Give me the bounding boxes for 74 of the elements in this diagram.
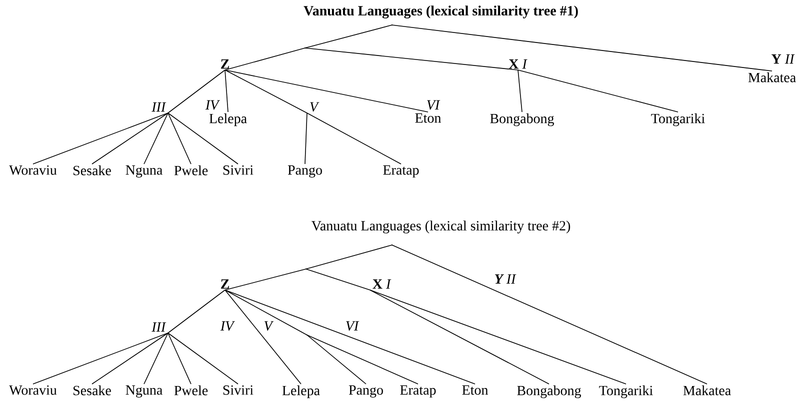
tree-branch	[392, 24, 772, 72]
tree-branch	[168, 332, 192, 384]
language-name: Woraviu	[9, 165, 57, 175]
tree-branch	[304, 24, 392, 48]
branch-label: III	[152, 102, 166, 112]
language-name: Eratap	[383, 165, 419, 178]
tree-branch	[304, 112, 308, 164]
branch-label: III	[152, 322, 166, 332]
language-name: Siviri	[223, 385, 254, 395]
language-name: Bongabong	[490, 113, 554, 126]
tree-branch	[306, 334, 366, 384]
tree-branch	[92, 112, 168, 164]
tree-branch	[392, 244, 708, 384]
tree-branch	[224, 290, 302, 384]
tree-branch	[92, 332, 168, 384]
tree-branch	[224, 70, 228, 112]
language-name: Nguna	[126, 165, 162, 178]
language-name: Pango	[348, 385, 383, 398]
tree-branch	[306, 244, 392, 270]
language-name: Eratap	[400, 385, 436, 398]
tree-branch	[370, 290, 626, 384]
tree-branch	[168, 70, 226, 114]
language-name: Woraviu	[9, 385, 57, 395]
branch-label: Y II	[493, 273, 517, 285]
tree-branch	[224, 290, 476, 384]
tree-branch	[32, 332, 168, 384]
tree-branch	[224, 70, 428, 112]
language-name: Siviri	[223, 165, 254, 175]
language-name: Pwele	[174, 165, 208, 176]
branch-label: VI	[425, 99, 441, 111]
title: Vanuatu Languages (lexical similarity tree #1)	[304, 6, 578, 18]
tree-branch	[306, 268, 370, 290]
title: Vanuatu Languages (lexical similarity tree #2)	[312, 220, 570, 234]
tree-branch	[168, 112, 238, 164]
branch-label: VI	[344, 320, 360, 332]
tree-branch	[518, 70, 678, 112]
tree-branch	[168, 112, 192, 164]
tree-branch	[168, 290, 226, 334]
branch-label: X I	[372, 279, 392, 289]
language-name: Nguna	[126, 385, 162, 398]
tree-branch	[306, 334, 418, 384]
tree-branch	[518, 70, 522, 112]
language-name: Makatea	[748, 72, 796, 82]
tree-branch	[370, 290, 550, 384]
branch-label: V	[262, 320, 274, 332]
tree-branch	[32, 112, 168, 164]
language-name: Tongariki	[599, 385, 653, 398]
tree-branch	[224, 70, 308, 114]
tree-branch	[144, 332, 168, 384]
tree-branch	[224, 48, 306, 70]
tree-branch	[306, 112, 402, 164]
language-name: Pwele	[174, 385, 208, 396]
language-name: Eton	[415, 113, 441, 123]
language-name: Pango	[288, 165, 322, 178]
language-name: Lelepa	[209, 113, 247, 126]
language-name: Sesake	[74, 165, 111, 176]
tree-branch	[304, 48, 518, 70]
tree-branch	[224, 268, 306, 290]
branch-label: X I	[508, 59, 528, 69]
language-name: Lelepa	[282, 385, 320, 398]
branch-label: Z	[221, 59, 229, 69]
language-name: Makatea	[683, 385, 731, 396]
branch-label: IV	[219, 320, 235, 332]
language-name: Bongabong	[517, 385, 582, 398]
language-name: Sesake	[74, 385, 111, 396]
branch-label: Y II	[772, 54, 795, 64]
tree-branch	[168, 332, 238, 384]
tree-branch	[224, 290, 308, 336]
tree-branch	[144, 112, 168, 164]
branch-label: IV	[204, 99, 220, 111]
language-name: Eton	[462, 385, 488, 395]
language-name: Tongariki	[651, 113, 705, 126]
branch-label: Z	[221, 279, 229, 289]
branch-label: V	[310, 102, 320, 112]
